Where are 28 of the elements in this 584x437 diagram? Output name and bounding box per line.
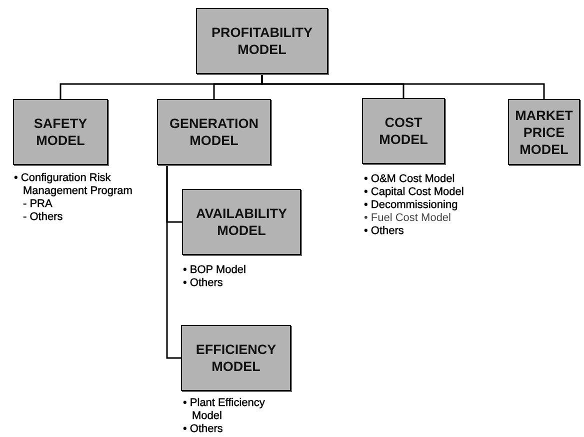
box-title: SAFETY MODEL (32, 115, 88, 149)
model-box (182, 189, 301, 255)
list-item: • Fuel Cost Model (364, 212, 452, 225)
connector-line (261, 74, 545, 99)
list-item: • Others (183, 277, 224, 290)
list-item: • O&M Cost Model (364, 173, 456, 186)
model-box (13, 99, 108, 165)
model-box (157, 99, 271, 165)
list-item: • Others (364, 225, 405, 238)
model-box (508, 99, 580, 165)
box-title: COST MODEL (378, 114, 429, 148)
list-item: - PRA (22, 198, 54, 211)
box-title: EFFICIENCY MODEL (194, 341, 278, 375)
box-title: PROFITABILITY MODEL (210, 24, 314, 58)
list-item: • Plant Efficiency Model (183, 397, 266, 423)
list-item: • Capital Cost Model (364, 186, 465, 199)
model-box (196, 8, 328, 74)
list-item: • Others (183, 423, 224, 436)
connector-line (166, 165, 181, 359)
box-title: MARKET PRICE MODEL (514, 106, 574, 158)
box-title: AVAILABILITY MODEL (195, 205, 288, 239)
list-item: - Others (22, 211, 64, 224)
model-box (362, 98, 445, 164)
list-item: • Configuration Risk Management Program (14, 172, 134, 198)
box-title: GENERATION MODEL (168, 115, 260, 149)
list-item: • Decommissioning (364, 199, 459, 212)
model-box (181, 325, 291, 391)
list-item: • BOP Model (183, 264, 247, 277)
